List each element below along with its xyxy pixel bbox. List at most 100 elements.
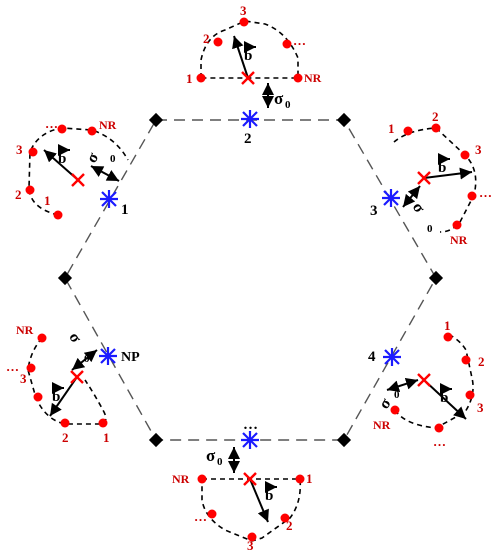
dot-icon	[280, 513, 290, 523]
cluster-points	[196, 17, 303, 83]
diamond-icon	[336, 432, 352, 448]
point-label: …	[45, 116, 58, 131]
x-cross-icon	[71, 173, 85, 187]
dot-icon	[452, 220, 462, 230]
point-label: 3	[240, 3, 247, 18]
x-cross-icon	[417, 373, 431, 387]
burgers-vector	[49, 376, 78, 417]
sigma-label: σ	[206, 446, 216, 465]
cluster-upper-right: b σ 0 1 2 3 … NR	[388, 109, 492, 247]
point-label: 3	[475, 142, 482, 157]
dot-icon	[26, 363, 36, 373]
point-label: 3	[16, 142, 23, 157]
diamond-icon	[148, 432, 164, 448]
hexagon-outline	[64, 119, 437, 441]
point-label: 1	[44, 193, 51, 208]
point-label: 3	[477, 400, 484, 415]
sigma-label: σ	[274, 89, 284, 108]
cluster-upper-left: b σ 0 1 2 3 … NR	[15, 116, 129, 220]
point-label: 2	[62, 430, 69, 445]
diamond-icon	[148, 112, 164, 128]
point-label: 2	[203, 31, 210, 46]
sigma-label: σ	[83, 150, 102, 166]
site-upper-left: 1	[100, 190, 129, 218]
point-label: …	[293, 33, 306, 48]
x-cross-icon	[243, 472, 257, 486]
x-cross-icon	[70, 370, 84, 384]
point-label: 1	[306, 471, 313, 486]
dot-icon	[295, 474, 305, 484]
sigma-subscript: 0	[110, 153, 116, 165]
sigma-label: σ	[65, 330, 84, 346]
dot-icon	[467, 191, 477, 201]
site-label: NP	[121, 350, 140, 365]
hexagon	[57, 112, 444, 448]
point-label: 1	[103, 430, 110, 445]
point-label: NR	[373, 418, 391, 432]
dot-icon	[282, 39, 292, 49]
point-label: 3	[247, 538, 254, 550]
dot-icon	[25, 185, 35, 195]
dot-icon	[403, 126, 413, 136]
site-upper-right: 3	[370, 189, 400, 219]
cluster-outline	[27, 337, 107, 425]
cluster-points	[25, 124, 97, 220]
site-lower-left: NP	[99, 347, 140, 365]
dot-icon	[293, 73, 303, 83]
site-top: 2	[241, 110, 259, 147]
dot-icon	[57, 124, 67, 134]
dot-icon	[33, 392, 43, 402]
cluster-points	[403, 123, 477, 230]
vector-label: b	[58, 151, 66, 167]
point-label: NR	[172, 472, 190, 486]
asterisk-icon	[100, 190, 118, 208]
sigma-subscript: 0	[427, 223, 433, 235]
dot-icon	[213, 37, 223, 47]
cluster-lower-right: b σ 0 1 2 3 … NR	[373, 318, 485, 449]
cluster-outline	[200, 20, 299, 79]
cluster-lower-left: b σ 0 NR … 3 2 1	[6, 323, 110, 445]
dot-icon	[196, 73, 206, 83]
point-label: NR	[304, 71, 322, 85]
x-cross-icon	[241, 71, 255, 85]
sigma-subscript: 0	[285, 99, 291, 111]
dot-icon	[239, 17, 249, 27]
dot-icon	[247, 532, 257, 542]
vector-label: b	[438, 160, 446, 176]
asterisk-icon	[99, 347, 117, 365]
diamond-icon	[428, 270, 444, 286]
dot-icon	[207, 509, 217, 519]
dot-icon	[465, 390, 475, 400]
point-label: …	[6, 359, 19, 374]
site-lower-right: 4	[368, 348, 401, 366]
point-label: 2	[432, 109, 439, 124]
cluster-outline	[28, 127, 129, 216]
sigma-label: σ	[409, 200, 428, 216]
dot-icon	[197, 474, 207, 484]
vector-label: b	[265, 488, 273, 504]
dot-icon	[28, 147, 38, 157]
point-label: 3	[20, 371, 27, 386]
dot-icon	[53, 210, 63, 220]
asterisk-icon	[382, 189, 400, 207]
sigma-subscript: 0	[217, 456, 223, 468]
site-label: …	[243, 417, 258, 433]
sigma-subscript: 0	[84, 353, 90, 365]
dot-icon	[443, 332, 453, 342]
point-label: 2	[478, 354, 485, 369]
cluster-points	[197, 474, 305, 542]
sigma-subscript: 0	[394, 389, 400, 401]
cluster-outline	[394, 333, 474, 429]
site-label: 4	[368, 349, 376, 365]
point-label: 1	[186, 71, 193, 86]
vector-label: b	[52, 389, 60, 405]
point-label: 2	[15, 187, 22, 202]
x-cross-icon	[417, 171, 431, 185]
dot-icon	[37, 333, 47, 343]
sigma-arrow	[402, 185, 421, 208]
cluster-outline	[201, 478, 302, 542]
site-bottom: …	[241, 417, 259, 449]
point-label: NR	[450, 233, 468, 247]
point-label: …	[433, 434, 446, 449]
